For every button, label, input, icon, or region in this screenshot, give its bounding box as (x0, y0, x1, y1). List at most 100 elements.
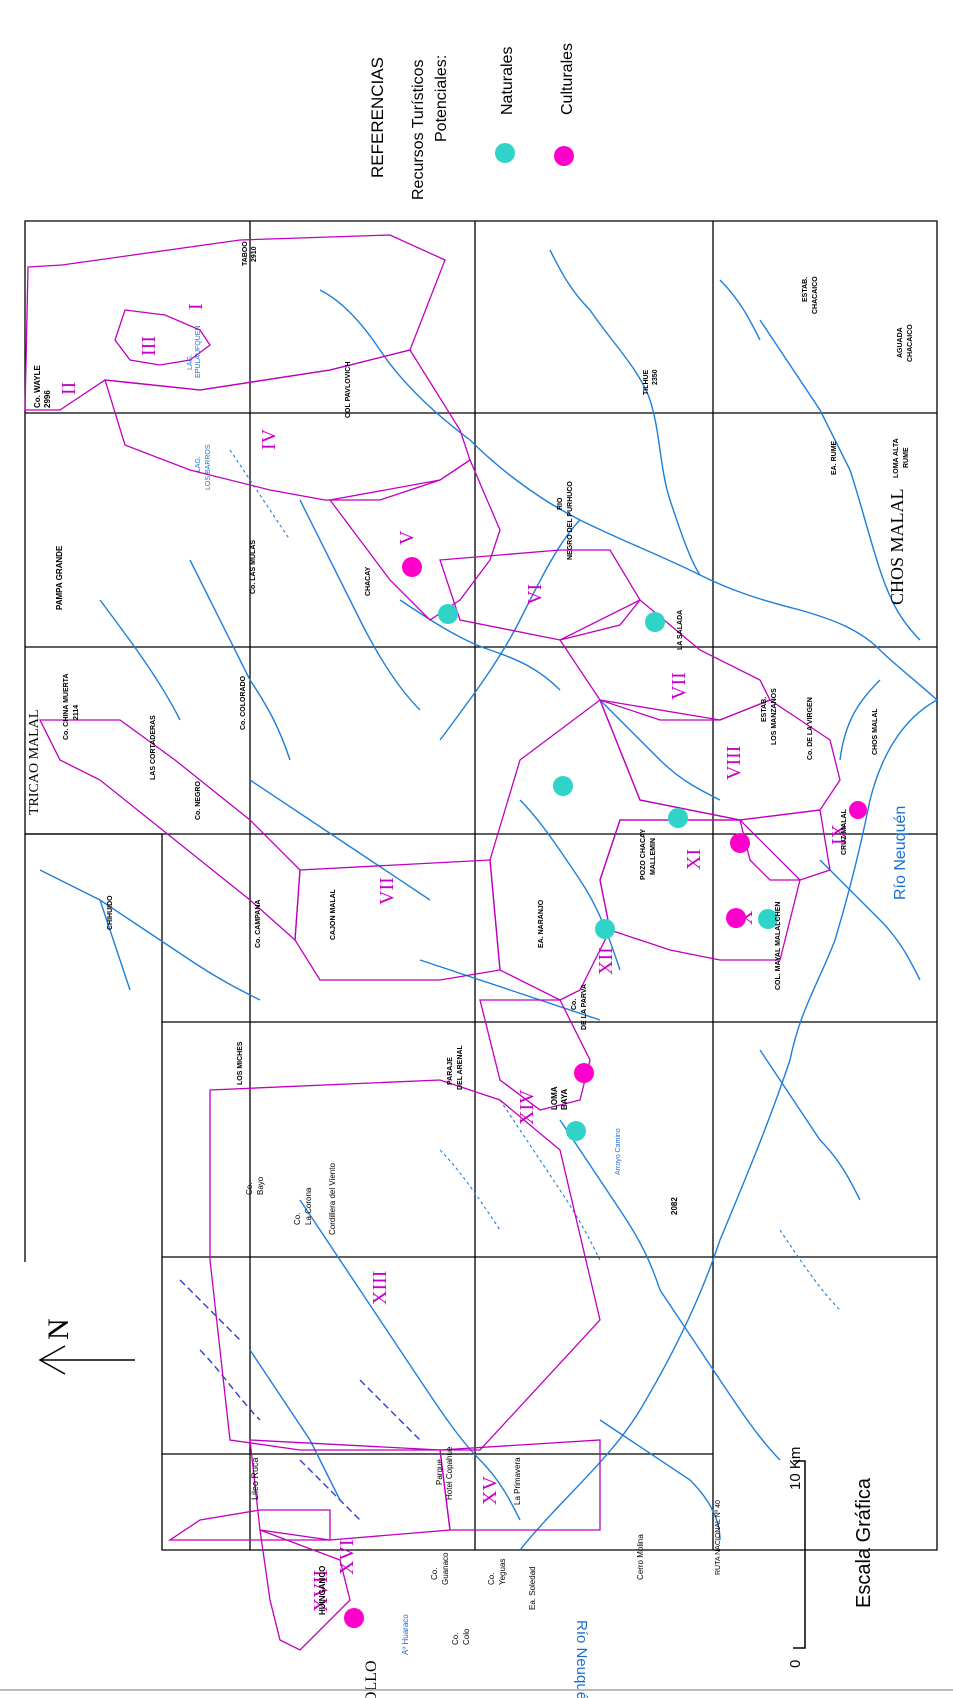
place-la-primavera: La Primavera (513, 1457, 522, 1505)
zone-label-VII: VII (668, 672, 690, 700)
legend-subtitle-2: Potenciales: (433, 55, 450, 142)
cultural-resource-marker (726, 908, 746, 928)
cultural-resource-marker (849, 801, 867, 819)
place-co-colo-2: Colo (462, 1628, 471, 1645)
place-estab-chacaico: ESTAB. (802, 277, 809, 302)
zone-label-VIII: VIII (723, 746, 745, 780)
place-aguada-chacaico-2: CHACAICO (907, 324, 914, 362)
place-taboo-alt: 2910 (251, 246, 258, 262)
place-pozo-chacay: POZO CHACAY (640, 829, 647, 880)
scale-title: Escala Gráfica (853, 1477, 875, 1608)
place-co-china-muerta-alt: 2114 (73, 705, 80, 720)
place-co-colorado: Co. COLORADO (240, 675, 247, 730)
place-col-pavlovich: COL PAVLOVICH (345, 362, 352, 418)
place-cordillera-del-viento: Cordillera del Viento (328, 1163, 337, 1235)
place-chos-malal-small: CHOS MALAL (872, 708, 879, 755)
place-tilhue-alt: 2350 (652, 369, 659, 385)
place-paraje-arenal-2: DEL ARENAL (457, 1045, 464, 1090)
place-lag-los-barros-2: LOS BARROS (205, 444, 212, 490)
north-label: N (42, 1318, 75, 1340)
zone-boundaries (24, 234, 841, 1651)
place-cruz-malal: CRUZ MALAL (841, 808, 848, 855)
place-pozo-chacay-2: MALLEMIN (650, 838, 657, 875)
place-estab-chacaico-2: CHACAICO (812, 276, 819, 314)
place-cajon-malal: CAJON MALAL (330, 888, 337, 940)
place-co-china-muerta: Co. CHINA MUERTA (63, 674, 70, 741)
place-co-yeguas-2: Yeguas (498, 1559, 507, 1585)
scale-zero-label: 0 (787, 1660, 804, 1668)
place-co-guanaco-2: Guanaco (441, 1552, 450, 1585)
major-labels: CHOS MALAL ANDACOLLO TRICAO MALAL Río Ne… (27, 488, 909, 1698)
zone-label-XVI: XVI (336, 1539, 358, 1575)
place-lileo-ruca: Lileo Ruca (250, 1457, 260, 1500)
natural-resource-marker (668, 808, 688, 828)
north-arrow-icon: N (38, 1318, 135, 1375)
zone-label-XII: XII (595, 947, 617, 975)
place-la-salada: LA SALADA (677, 610, 684, 650)
place-parque-copahue: Parque (435, 1459, 444, 1485)
zone-label-IX: IX (828, 823, 850, 845)
place-co-colo: Co. (451, 1633, 460, 1645)
natural-resource-marker (566, 1121, 586, 1141)
place-pampa-grande: PAMPA GRANDE (55, 545, 64, 610)
legend-culturales-dot (554, 146, 574, 166)
place-co-de-la-parva: Co. (571, 999, 578, 1010)
rivers (39, 249, 938, 1551)
resource-markers (344, 557, 867, 1628)
place-taboo: TABOO (242, 241, 249, 266)
legend-culturales-label: Culturales (559, 43, 576, 115)
place-altitude-2082: 2082 (670, 1197, 679, 1215)
place-co-la-corona-2: La Corona (304, 1187, 313, 1225)
zone-label-V: V (396, 530, 418, 545)
place-arroyo-huaraco: Aº Huaraco (401, 1614, 410, 1655)
place-labels: PAMPA GRANDE Co. WAYLE 2996 TABOO 2910 L… (33, 241, 914, 1655)
scale-bar: 0 10 Km Escala Gráfica (787, 1447, 875, 1668)
place-co-de-la-parva-2: DE LA PARVA (581, 984, 588, 1030)
zone-label-VI: VI (524, 584, 546, 605)
legend-title: REFERENCIAS (368, 57, 387, 178)
place-ea-rume: EA. RUME (831, 440, 838, 475)
natural-resource-marker (553, 776, 573, 796)
legend-naturales-dot (495, 143, 515, 163)
place-ruta-40: RUTA NACIONAL Nº 40 (715, 1500, 722, 1575)
place-tilhue: TILHUE (643, 369, 650, 395)
zone-label-III: III (138, 336, 160, 356)
place-loma-baya-2: BAYA (560, 1089, 569, 1110)
place-co-yeguas: Co. (487, 1573, 496, 1585)
zone-label-XI: XI (683, 849, 705, 870)
cultural-resource-marker (574, 1063, 594, 1083)
place-co-negro: Co. NEGRO (195, 781, 202, 820)
place-lag-epulaufquen: LAG. (187, 354, 194, 370)
cultural-resource-marker (402, 557, 422, 577)
place-co-wayle: Co. WAYLE (33, 365, 42, 408)
town-andacollo: ANDACOLLO (363, 1660, 380, 1698)
zone-label-IV: IV (258, 428, 280, 450)
zone-label-I: I (185, 303, 207, 310)
place-rio: RIO (557, 497, 564, 510)
cultural-resource-marker (730, 833, 750, 853)
natural-resource-marker (645, 612, 665, 632)
zone-label-XVII: XVII (310, 1570, 332, 1612)
river-neuquen-main: Río Neuquén (892, 806, 909, 900)
place-co-guanaco: Co. (430, 1568, 439, 1580)
place-rio-negro-purhuco: NEGRO DEL PURHUCO (567, 481, 574, 560)
place-co-virgen: Co. DE LA VIRGEN (807, 697, 814, 760)
zone-label-XIII: XIII (369, 1271, 391, 1305)
zone-labels: I II III IV V VI VII VIII IX X XI XII XI… (58, 303, 850, 1612)
place-co-campana: Co. CAMPANA (255, 900, 262, 948)
place-co-las-mulas: Co. LAS MULAS (250, 540, 257, 594)
place-arroyo-camino: Arroyo Camino (615, 1128, 622, 1175)
legend-naturales-label: Naturales (499, 47, 516, 115)
scale-ten-label: 10 Km (787, 1447, 804, 1490)
place-co-bayo: Co. (245, 1183, 254, 1195)
place-huinganco: HUINGANCO (318, 1566, 327, 1615)
place-loma-alta-2: RUME (903, 447, 910, 468)
place-ea-naranjo: EA. NARANJO (538, 899, 545, 948)
place-chacay: CHACAY (365, 566, 372, 596)
zone-label-XV: XV (479, 1476, 501, 1505)
zone-label-II: II (58, 382, 80, 395)
cultural-resource-marker (344, 1608, 364, 1628)
natural-resource-marker (438, 604, 458, 624)
natural-resource-marker (595, 919, 615, 939)
place-cerro-molina: Cerro Molina (636, 1534, 645, 1580)
